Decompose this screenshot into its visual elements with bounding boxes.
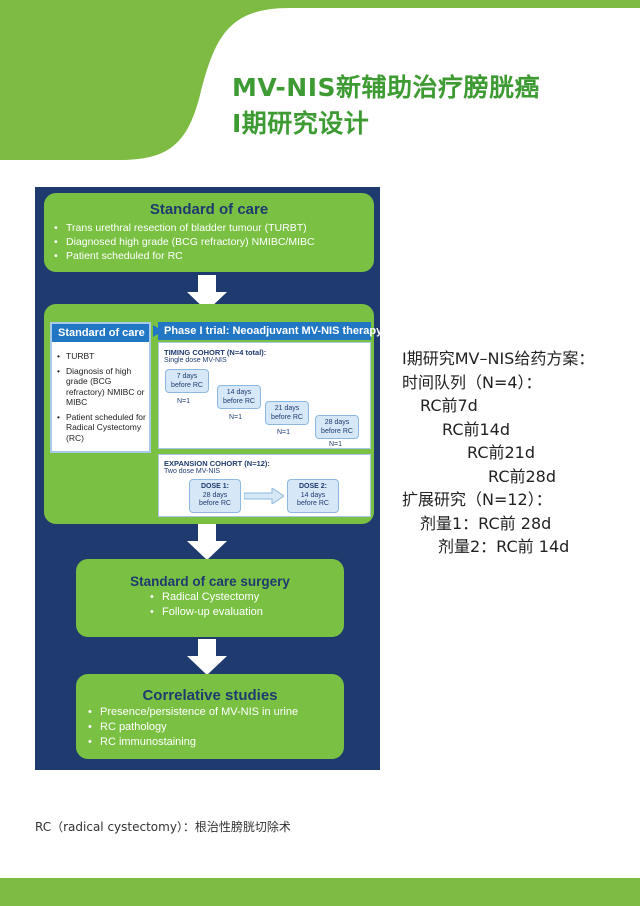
timing-cohort-title: TIMING COHORT (N=4 total): (164, 348, 267, 357)
inner-standard-of-care-list: TURBT Diagnosis of high grade (BCG refra… (56, 351, 148, 447)
inner-standard-of-care-box: Standard of care TURBT Diagnosis of high… (50, 322, 151, 453)
down-arrow-icon (187, 275, 227, 311)
expansion-item: 剂量2：RC前 14d (438, 537, 570, 556)
expansion-cohort-box: EXPANSION COHORT (N=12): Two dose MV-NIS… (158, 454, 371, 517)
dose-label: DOSE 2: (298, 483, 327, 490)
inner-standard-of-care-header: Standard of care (52, 324, 149, 342)
dose-label: 28 days (202, 491, 228, 499)
list-item: RC pathology (86, 720, 344, 735)
correlative-studies-title: Correlative studies (142, 687, 278, 704)
title-line-1: MV-NIS新辅助治疗膀胱癌 (232, 73, 541, 102)
title-line-2: I期研究设计 (232, 109, 370, 138)
surgery-list: Radical Cystectomy Follow-up evaluation (148, 590, 344, 620)
dose-label: 14 days (300, 491, 326, 499)
step-n-label: N=1 (229, 414, 243, 421)
surgery-title: Standard of care surgery (130, 574, 290, 589)
down-arrow-icon (187, 639, 227, 675)
dose-label: before RC (297, 500, 329, 507)
list-item: Follow-up evaluation (148, 605, 344, 620)
surgery-box: Standard of care surgery Radical Cystect… (76, 559, 344, 637)
correlative-studies-box: Correlative studies Presence/persistence… (76, 674, 344, 759)
down-arrow-icon (187, 524, 227, 560)
expansion-item: 剂量1：RC前 28d (420, 513, 552, 533)
expansion-cohort-subtitle: Two dose MV-NIS (164, 468, 221, 475)
dose-label: before RC (199, 500, 231, 507)
footnote: RC（radical cystectomy）：根治性膀胱切除术 (35, 820, 291, 834)
step-label: 14 days (226, 389, 252, 396)
expansion-cohort-label: 扩展研究（N=12）： (402, 490, 552, 509)
list-item: Diagnosis of high grade (BCG refractory)… (56, 366, 148, 408)
standard-of-care-list: Trans urethral resection of bladder tumo… (52, 221, 374, 263)
timing-cohort-subtitle: Single dose MV-NIS (164, 357, 227, 364)
step-label: 7 days (176, 373, 198, 380)
scheme-heading: I期研究MV–NIS给药方案： (402, 349, 595, 368)
list-item: Patient scheduled for Radical Cystectomy… (56, 412, 148, 444)
list-item: TURBT (56, 351, 148, 362)
step-label: before RC (223, 397, 255, 405)
timing-item: RC前7d (420, 396, 478, 415)
timing-cohort-box: TIMING COHORT (N=4 total): Single dose M… (158, 342, 371, 449)
dose1-box: DOSE 1: 28 days before RC (189, 479, 241, 513)
list-item: Trans urethral resection of bladder tumo… (52, 221, 374, 235)
timing-step-14d: 14 days before RC (217, 385, 261, 409)
dose2-box: DOSE 2: 14 days before RC (287, 479, 339, 513)
phase1-trial-header: Phase I trial: Neoadjuvant MV-NIS therap… (158, 322, 382, 340)
phase1-trial-box: Phase I trial: Neoadjuvant MV-NIS therap… (158, 322, 382, 518)
standard-of-care-box: Standard of care Trans urethral resectio… (44, 193, 374, 272)
standard-of-care-title: Standard of care (149, 201, 269, 218)
list-item: Presence/persistence of MV-NIS in urine (86, 705, 344, 720)
header-wave-decoration (0, 0, 640, 160)
trial-design-box: Standard of care TURBT Diagnosis of high… (44, 304, 382, 524)
step-n-label: N=1 (277, 429, 291, 436)
step-label: 21 days (274, 405, 300, 412)
list-item: RC immunostaining (86, 735, 344, 750)
page-title: MV-NIS新辅助治疗膀胱癌 I期研究设计 (232, 70, 632, 142)
timing-item: RC前14d (442, 419, 511, 439)
correlative-studies-list: Presence/persistence of MV-NIS in urine … (86, 705, 344, 750)
timing-step-7d: 7 days before RC (165, 369, 209, 393)
step-n-label: N=1 (329, 441, 343, 448)
timing-step-21d: 21 days before RC (265, 401, 309, 425)
dose-label: DOSE 1: (200, 483, 229, 490)
step-label: before RC (271, 413, 303, 421)
expansion-cohort-title: EXPANSION COHORT (N=12): (164, 459, 270, 468)
step-label: before RC (171, 381, 203, 389)
flowchart-panel: Standard of care Trans urethral resectio… (35, 187, 382, 770)
step-label: before RC (321, 427, 353, 435)
step-n-label: N=1 (177, 398, 191, 405)
timing-cohort-label: 时间队列（N=4）： (402, 372, 542, 392)
dosing-scheme: I期研究MV–NIS给药方案： 时间队列（N=4）： RC前7d RC前14d … (402, 347, 594, 559)
right-arrow-icon (244, 488, 284, 504)
footer-bar (0, 878, 640, 906)
timing-item: RC前21d (467, 443, 536, 462)
timing-item: RC前28d (488, 466, 557, 486)
timing-step-28d: 28 days before RC (315, 415, 359, 439)
list-item: Radical Cystectomy (148, 590, 344, 605)
list-item: Patient scheduled for RC (52, 249, 374, 263)
step-label: 28 days (324, 419, 350, 426)
list-item: Diagnosed high grade (BCG refractory) NM… (52, 235, 374, 249)
